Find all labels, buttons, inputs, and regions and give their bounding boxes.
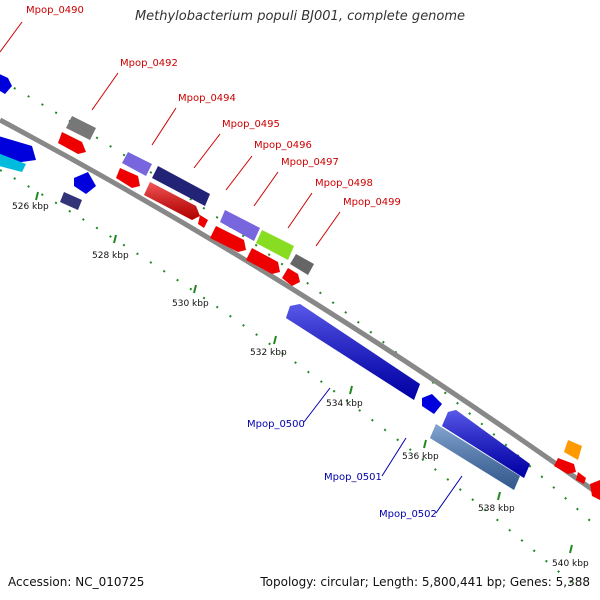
tick-label: 540 kbp xyxy=(552,559,589,569)
gene-label-mpop-0494[interactable]: Mpop_0494 xyxy=(178,93,236,104)
tick-label: 538 kbp xyxy=(478,504,515,514)
gene-mpop-0492[interactable] xyxy=(66,116,96,140)
gene-red-7[interactable] xyxy=(282,268,300,286)
reverse-leaders xyxy=(303,387,463,514)
tick-label: 534 kbp xyxy=(326,399,363,409)
tick-marks xyxy=(35,191,573,554)
gene-red-6[interactable] xyxy=(246,248,280,274)
tick-label: 526 kbp xyxy=(12,202,49,212)
gene-mpop-0496[interactable] xyxy=(220,210,260,241)
gene-red-right-3[interactable] xyxy=(590,480,600,500)
forward-leaders xyxy=(0,21,341,247)
gene-blue-small-left[interactable] xyxy=(74,172,96,194)
dotted-track-inner xyxy=(0,169,581,591)
gene-red-right-2[interactable] xyxy=(576,472,586,484)
accession-text: Accession: NC_010725 xyxy=(8,575,145,589)
gene-red-1[interactable] xyxy=(58,132,86,154)
gene-label-mpop-0501[interactable]: Mpop_0501 xyxy=(324,472,382,483)
gene-red-5[interactable] xyxy=(210,226,246,252)
gene-label-mpop-0495[interactable]: Mpop_0495 xyxy=(222,119,280,130)
gene-label-mpop-0502[interactable]: Mpop_0502 xyxy=(379,509,437,520)
backbone xyxy=(0,117,600,498)
tick-label: 536 kbp xyxy=(402,452,439,462)
gene-cyan-left[interactable] xyxy=(0,152,26,172)
gene-orange-right[interactable] xyxy=(564,440,582,460)
forward-genes xyxy=(0,72,582,460)
gene-red-2[interactable] xyxy=(116,168,140,188)
gene-mpop-0498-small[interactable] xyxy=(290,254,314,275)
gene-label-mpop-0492[interactable]: Mpop_0492 xyxy=(120,58,178,69)
map-title: Methylobacterium populi BJ001, complete … xyxy=(134,9,466,24)
gene-label-mpop-0500[interactable]: Mpop_0500 xyxy=(247,419,305,430)
gene-blue-small-mid[interactable] xyxy=(422,394,442,414)
gene-mpop-0490[interactable] xyxy=(0,72,12,94)
gene-darkblue-left[interactable] xyxy=(60,192,82,210)
gene-label-mpop-0499[interactable]: Mpop_0499 xyxy=(343,197,401,208)
gene-label-mpop-0496[interactable]: Mpop_0496 xyxy=(254,140,312,151)
gene-red-right-1[interactable] xyxy=(554,458,576,474)
genome-summary-text: Topology: circular; Length: 5,800,441 bp… xyxy=(260,575,590,589)
gene-red-4[interactable] xyxy=(198,215,208,228)
gene-shading xyxy=(144,182,530,490)
tick-label: 528 kbp xyxy=(92,251,129,261)
gene-label-mpop-0497[interactable]: Mpop_0497 xyxy=(281,157,339,168)
tick-label: 530 kbp xyxy=(172,299,209,309)
gene-mpop-0497[interactable] xyxy=(256,230,294,260)
gene-label-mpop-0490[interactable]: Mpop_0490 xyxy=(26,5,84,16)
tick-label: 532 kbp xyxy=(250,348,287,358)
gene-mpop-0495[interactable] xyxy=(152,166,210,206)
gene-label-mpop-0498[interactable]: Mpop_0498 xyxy=(315,178,373,189)
gene-mpop-0494[interactable] xyxy=(122,152,152,176)
